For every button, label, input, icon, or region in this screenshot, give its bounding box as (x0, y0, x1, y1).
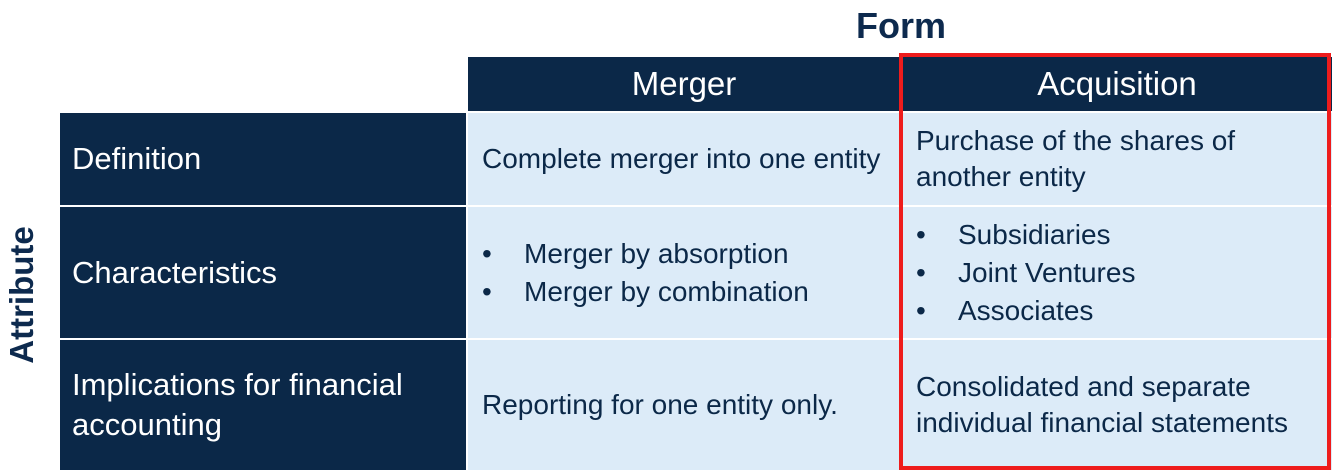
list-item-text: Joint Ventures (958, 256, 1136, 288)
bullet-icon: • (916, 256, 926, 288)
bullet-icon: • (482, 237, 492, 269)
list-item: • Associates (916, 292, 1135, 330)
list-item-text: Merger by absorption (524, 237, 789, 269)
form-title: Form (856, 5, 946, 46)
merger-characteristics-list: • Merger by absorption • Merger by combi… (482, 235, 809, 311)
attribute-title: Attribute (3, 226, 40, 364)
row-header-implications: Implications for financial accounting (60, 340, 466, 470)
definition-acquisition-cell: Purchase of the shares of another entity (902, 113, 1332, 205)
bullet-icon: • (916, 294, 926, 326)
list-item: • Subsidiaries (916, 216, 1135, 254)
list-item: • Joint Ventures (916, 254, 1135, 292)
list-item-text: Associates (958, 294, 1094, 326)
list-item: • Merger by combination (482, 273, 809, 311)
characteristics-acquisition-cell: • Subsidiaries • Joint Ventures • Associ… (902, 207, 1332, 338)
bullet-icon: • (482, 275, 492, 307)
list-item-text: Merger by combination (524, 275, 809, 307)
bullet-icon: • (916, 218, 926, 250)
acquisition-characteristics-list: • Subsidiaries • Joint Ventures • Associ… (916, 216, 1135, 330)
definition-merger-cell: Complete merger into one entity (468, 113, 900, 205)
row-header-characteristics: Characteristics (60, 207, 466, 338)
implications-acquisition-cell: Consolidated and separate individual fin… (902, 340, 1332, 470)
implications-merger-cell: Reporting for one entity only. (468, 340, 900, 470)
characteristics-merger-cell: • Merger by absorption • Merger by combi… (468, 207, 900, 338)
list-item: • Merger by absorption (482, 235, 809, 273)
column-header-acquisition: Acquisition (902, 57, 1332, 111)
row-header-definition: Definition (60, 113, 466, 205)
list-item-text: Subsidiaries (958, 218, 1111, 250)
column-header-merger: Merger (468, 57, 900, 111)
